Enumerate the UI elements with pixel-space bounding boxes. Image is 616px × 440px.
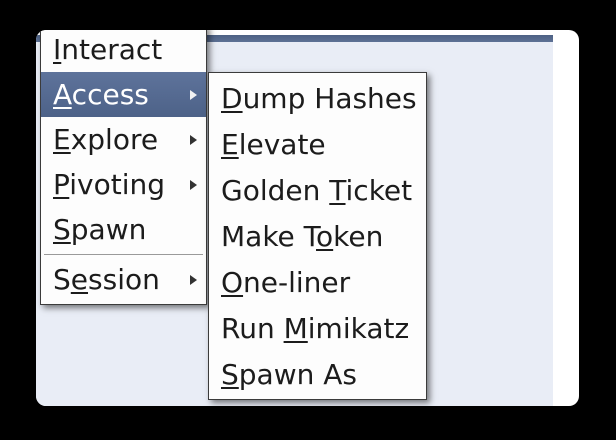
submenu-arrow-icon xyxy=(190,274,197,285)
submenu-item-run-mimikatz[interactable]: Run Mimikatz xyxy=(209,305,426,351)
menu-item-access[interactable]: Access xyxy=(41,72,206,117)
menu-item-session[interactable]: Session xyxy=(41,257,206,302)
menu-item-label: Explore xyxy=(53,123,159,156)
menu-item-label: Spawn As xyxy=(221,357,358,391)
submenu-arrow-icon xyxy=(190,134,197,145)
menu-item-label: Elevate xyxy=(221,127,326,161)
submenu-item-make-token[interactable]: Make Token xyxy=(209,213,426,259)
submenu-arrow-icon xyxy=(190,179,197,190)
menu-item-label: Golden Ticket xyxy=(221,173,413,207)
access-submenu: Dump Hashes Elevate Golden Ticket Make T… xyxy=(208,72,427,400)
menu-item-label: Dump Hashes xyxy=(221,81,417,115)
menu-item-label: Make Token xyxy=(221,219,384,253)
menu-item-label: Access xyxy=(53,78,149,111)
menu-separator xyxy=(44,254,203,255)
menu-item-label: Pivoting xyxy=(53,168,166,201)
menu-item-label: Run Mimikatz xyxy=(221,311,410,345)
menu-item-label: Session xyxy=(53,263,160,296)
app-window: Interact Access Explore Pivoting Spawn S… xyxy=(36,30,579,406)
menu-item-label: One-liner xyxy=(221,265,351,299)
submenu-item-dump-hashes[interactable]: Dump Hashes xyxy=(209,75,426,121)
table-header-bar xyxy=(36,35,553,42)
context-menu: Interact Access Explore Pivoting Spawn S… xyxy=(40,30,207,305)
menu-item-pivoting[interactable]: Pivoting xyxy=(41,162,206,207)
menu-item-label: Spawn xyxy=(53,213,147,246)
submenu-item-one-liner[interactable]: One-liner xyxy=(209,259,426,305)
submenu-item-golden-ticket[interactable]: Golden Ticket xyxy=(209,167,426,213)
submenu-item-elevate[interactable]: Elevate xyxy=(209,121,426,167)
menu-item-label: Interact xyxy=(53,33,163,66)
menu-item-spawn[interactable]: Spawn xyxy=(41,207,206,252)
menu-item-explore[interactable]: Explore xyxy=(41,117,206,162)
submenu-item-spawn-as[interactable]: Spawn As xyxy=(209,351,426,397)
menu-item-interact[interactable]: Interact xyxy=(41,30,206,72)
submenu-arrow-icon xyxy=(190,89,197,100)
